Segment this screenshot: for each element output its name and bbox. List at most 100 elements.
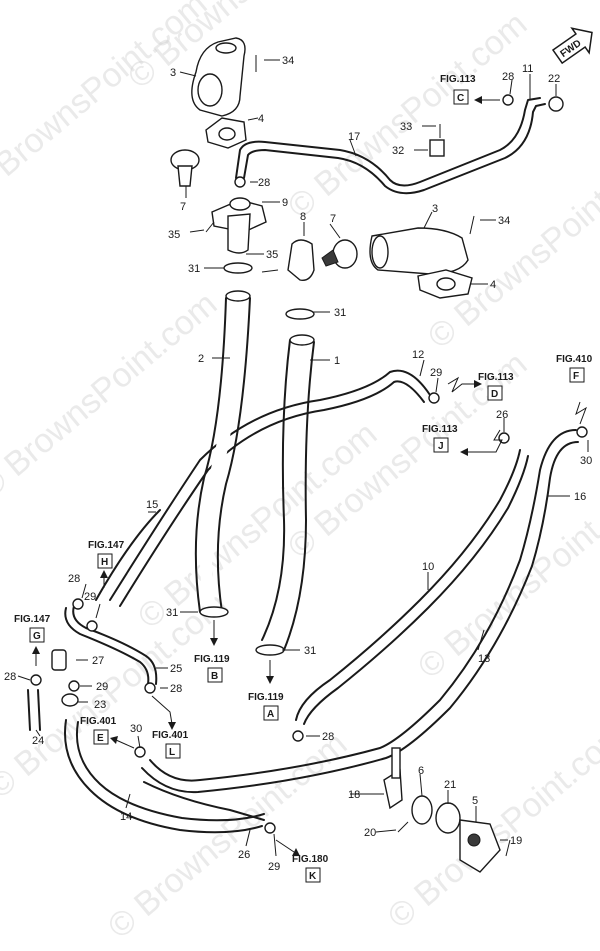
fig-ref-c[interactable]: FIG.113 C: [440, 74, 476, 105]
thermostat-7-right: [321, 239, 358, 269]
hose-24: [27, 689, 41, 731]
clamp-29: [264, 822, 276, 834]
fitting-27: [51, 649, 67, 671]
bolt-35: [261, 269, 279, 273]
clamp-28: [292, 730, 304, 742]
fig-ref-label: FIG.113: [440, 74, 476, 85]
part-number: 28: [68, 573, 80, 585]
part-number: 8: [300, 211, 306, 223]
part-number: 33: [400, 121, 412, 133]
part-number: 10: [422, 561, 434, 573]
bolt-35: [205, 221, 215, 233]
part-number: 25: [170, 663, 182, 675]
fig-ref-label: FIG.119: [248, 692, 284, 703]
part-number: 29: [268, 861, 280, 873]
fig-ref-letter: L: [169, 747, 175, 758]
part-number: 35: [168, 229, 180, 241]
part-number: 31: [334, 307, 346, 319]
part-number: 26: [496, 409, 508, 421]
part-number: 34: [282, 55, 294, 67]
fig-ref-j[interactable]: FIG.113 J: [422, 424, 458, 453]
fig-ref-letter: K: [309, 871, 317, 882]
fig-ref-letter: F: [573, 371, 579, 382]
fig-ref-label: FIG.113: [478, 372, 514, 383]
watermark: © BrownsPoint.com: [101, 725, 355, 946]
fig-ref-letter: H: [101, 557, 108, 568]
part-number: 14: [120, 811, 132, 823]
part-number: 34: [498, 215, 510, 227]
forward-arrow-icon: FWD: [551, 27, 593, 65]
part-number: 13: [478, 653, 490, 665]
part-number: 19: [510, 835, 522, 847]
part-number: 31: [166, 607, 178, 619]
bolts: [205, 55, 511, 857]
clamp-30: [576, 426, 588, 438]
clamp-31: [199, 606, 229, 618]
part-number: 16: [574, 491, 586, 503]
part-number: 3: [170, 67, 176, 79]
clamp-31: [285, 308, 315, 320]
part-number: 29: [84, 591, 96, 603]
fig-ref-b[interactable]: FIG.119 B: [194, 654, 230, 683]
clamp-28: [144, 682, 156, 694]
part-number: 28: [322, 731, 334, 743]
fig-ref-h[interactable]: FIG.147 H: [88, 540, 125, 569]
thermostat-housing-3: [191, 37, 246, 117]
bolt-19: [505, 839, 511, 857]
fig-ref-k[interactable]: FIG.180 K: [292, 854, 329, 883]
fig-ref-e[interactable]: FIG.401 E: [80, 716, 117, 745]
part-number: 1: [334, 355, 340, 367]
hose-14: [64, 719, 265, 834]
fig-ref-letter: G: [33, 631, 41, 642]
hose-10: [295, 449, 529, 725]
gasket-4-right: [417, 269, 473, 299]
clamp-29: [428, 392, 440, 404]
hose-17: [235, 97, 546, 195]
part-number: 4: [258, 113, 264, 125]
part-number: 5: [472, 795, 478, 807]
part-number: 6: [418, 765, 424, 777]
part-number: 31: [188, 263, 200, 275]
fig-ref-label: FIG.410: [556, 354, 593, 365]
fig-ref-letter: C: [457, 93, 464, 104]
fig-ref-d[interactable]: FIG.113 D: [478, 372, 514, 401]
bracket-32: [429, 139, 445, 157]
thermostat-housing-3-right: [369, 227, 469, 275]
fig-ref-g[interactable]: FIG.147 G: [14, 614, 51, 643]
clamp-28: [72, 598, 84, 610]
part-number: 12: [412, 349, 424, 361]
part-number: 29: [96, 681, 108, 693]
fig-ref-label: FIG.180: [292, 854, 329, 865]
part-number: 9: [282, 197, 288, 209]
clamps: [30, 94, 588, 834]
plug-22: [548, 96, 564, 112]
part-number: 17: [348, 131, 360, 143]
clamp-30: [134, 746, 146, 758]
part-number: 3: [432, 203, 438, 215]
part-number: 30: [130, 723, 142, 735]
fig-ref-label: FIG.401: [152, 730, 189, 741]
part-number: 28: [4, 671, 16, 683]
fig-ref-letter: B: [211, 671, 218, 682]
reference-arrows: [32, 96, 587, 856]
fig-ref-a[interactable]: FIG.119 A: [248, 692, 284, 721]
hose-8: [287, 239, 315, 281]
bolt-34: [469, 215, 475, 235]
joint-23: [61, 693, 79, 707]
fig-ref-letter: D: [491, 389, 498, 400]
fig-ref-letter: E: [97, 733, 104, 744]
clamp-29: [68, 680, 80, 692]
pump-assembly: [383, 747, 501, 873]
hose-13-16: [141, 429, 579, 794]
thermostat-7-left: [170, 149, 200, 187]
fig-ref-label: FIG.401: [80, 716, 117, 727]
hose-12: [109, 369, 431, 607]
part-number: 15: [146, 499, 158, 511]
fig-ref-f[interactable]: FIG.410 F: [556, 354, 593, 383]
part-number: 4: [490, 279, 496, 291]
part-number: 11: [522, 63, 533, 75]
bolt-20: [397, 821, 409, 833]
part-number: 28: [502, 71, 514, 83]
fig-ref-l[interactable]: FIG.401 L: [152, 730, 189, 759]
part-number: 21: [444, 779, 456, 791]
